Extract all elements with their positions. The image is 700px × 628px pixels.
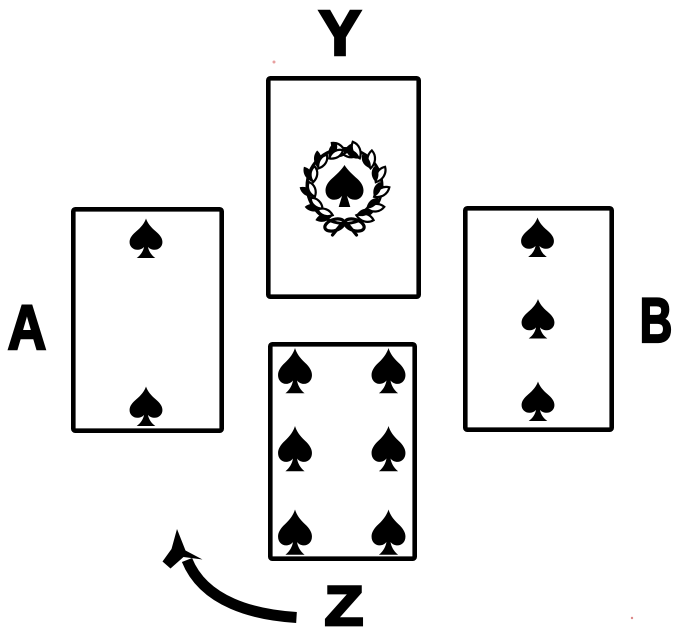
svg-text:Y: Y [319,0,362,69]
svg-text:A: A [8,293,47,363]
svg-text:B: B [640,285,673,356]
svg-text:Z: Z [325,574,364,628]
